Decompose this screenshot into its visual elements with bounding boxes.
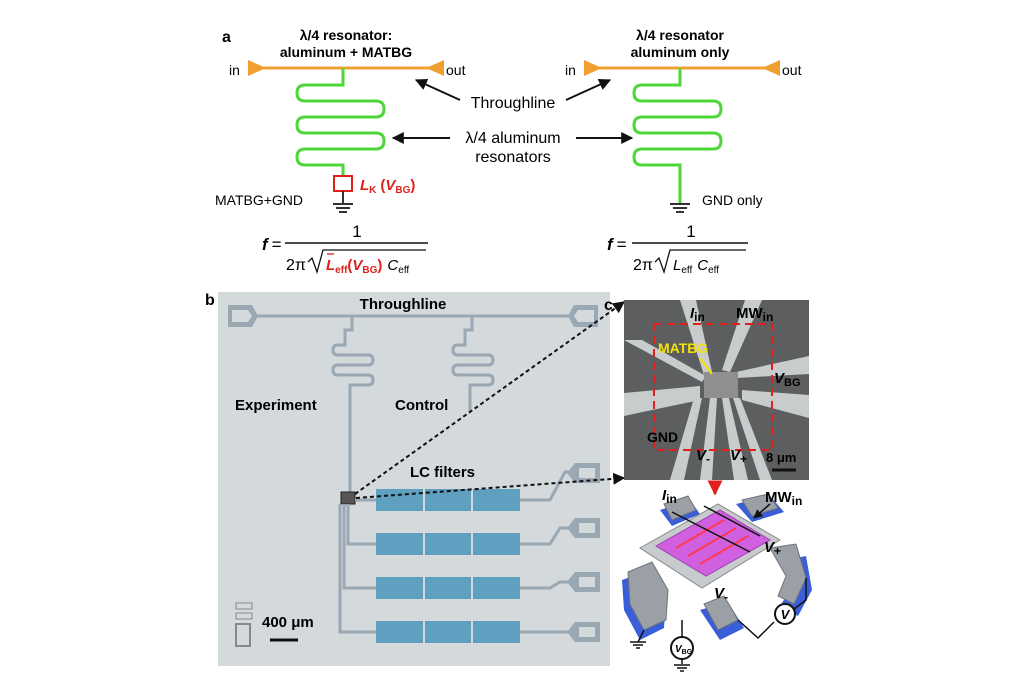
device-v-minus-label: V- — [714, 585, 728, 604]
micrograph-i-in-label: Iin — [690, 305, 705, 324]
right-throughline — [584, 60, 780, 76]
svg-text:2π: 2π — [286, 257, 306, 274]
gate-region-outline — [653, 323, 773, 451]
zoom-line-bottom — [355, 472, 626, 499]
right-title-line1: λ/4 resonator — [636, 27, 724, 43]
left-in-label: in — [229, 62, 240, 78]
voltmeter-label: V — [781, 607, 791, 622]
left-meander-resonator — [295, 68, 386, 176]
vbg-ground-icon — [674, 659, 690, 672]
device-current-lines — [675, 519, 749, 565]
right-ground-label: GND only — [702, 192, 763, 208]
chip-experiment-label: Experiment — [235, 397, 317, 414]
chip-control-resonator — [451, 316, 495, 412]
left-title-line2: aluminum + MATBG — [280, 44, 412, 60]
throughline-label: Throughline — [471, 95, 556, 112]
left-ground-label: MATBG+GND — [215, 192, 303, 208]
right-ground-icon — [670, 203, 690, 213]
zoom-line-top — [354, 301, 625, 495]
chip-scale-label: 400 μm — [262, 614, 314, 631]
right-meander-resonator — [632, 68, 723, 203]
throughline-arrow-left — [414, 79, 461, 101]
chip-experiment-resonator — [331, 316, 375, 498]
alignment-marks — [235, 602, 253, 647]
panel-c: c Iin MWin MATBG VBG GND V- V+ 8 μm — [604, 297, 809, 480]
chip-throughline-label: Throughline — [360, 296, 447, 313]
micrograph-mw-in-label: MWin — [736, 305, 773, 324]
chip-lc-filters-label: LC filters — [410, 464, 475, 481]
micrograph-vbg-label: VBG — [774, 370, 801, 389]
svg-text:1: 1 — [686, 222, 695, 241]
micrograph-scale-label: 8 μm — [766, 450, 796, 465]
svg-text:f=: f= — [262, 235, 282, 254]
resonators-label-line2: resonators — [475, 149, 551, 166]
svg-text:f=: f= — [607, 235, 627, 254]
svg-text:2π: 2π — [633, 257, 653, 274]
matbg-pointer-arrow — [699, 357, 713, 375]
device-v-plus-label: V+ — [764, 539, 781, 558]
lk-label: LK(VBG) — [360, 177, 415, 196]
device-electrodes-grey — [627, 493, 807, 631]
micrograph-v-plus-label: V+ — [730, 447, 747, 466]
kinetic-inductance-box — [333, 175, 353, 192]
device-mw-in-label: MWin — [765, 489, 802, 508]
chip-photo — [218, 292, 610, 666]
panel-b-label: b — [205, 292, 215, 309]
left-out-label: out — [446, 62, 466, 78]
device-ground-icon — [630, 641, 646, 649]
left-formula: f= 1 2π Leff(VBG)Ceff — [262, 222, 428, 276]
left-title-line1: λ/4 resonator: — [300, 27, 393, 43]
lc-filter-2 — [376, 533, 520, 555]
voltmeter-icon — [774, 603, 796, 625]
throughline-arrow-right — [565, 79, 612, 101]
panel-c-label: c — [604, 297, 613, 314]
micrograph-matbg-label: MATBG — [658, 340, 708, 356]
micrograph-electrodes — [624, 300, 809, 480]
chip-control-label: Control — [395, 397, 448, 414]
panel-a-label: a — [222, 29, 231, 46]
panel-a: a λ/4 resonator: aluminum + MATBG in out… — [215, 27, 802, 276]
micrograph-gnd-label: GND — [647, 429, 678, 445]
vbg-source-label: VBG — [675, 644, 693, 656]
left-throughline — [248, 60, 444, 76]
svg-text:1: 1 — [352, 222, 361, 241]
right-out-label: out — [782, 62, 802, 78]
svg-text:Leff(VBG)Ceff: Leff(VBG)Ceff — [326, 257, 409, 276]
sample-location-box — [340, 491, 356, 505]
device-3d-schematic: V VBG Iin MWin V+ V- — [622, 487, 812, 672]
left-ground-icon — [333, 203, 353, 213]
right-in-label: in — [565, 62, 576, 78]
micrograph-v-minus-label: V- — [696, 447, 710, 466]
right-title-line2: aluminum only — [631, 44, 730, 60]
lc-filter-4 — [376, 621, 520, 643]
lc-filter-3 — [376, 577, 520, 599]
device-top-leads — [671, 505, 761, 553]
device-i-in-label: Iin — [662, 487, 677, 506]
resonators-label-line1: λ/4 aluminum — [465, 130, 560, 147]
lc-filter-1 — [376, 489, 520, 511]
panel-b: b Throughline Experiment Control LC filt… — [205, 292, 610, 666]
mw-in-pointer — [753, 503, 771, 519]
chip-throughline — [228, 305, 598, 327]
matbg-flake — [704, 372, 738, 398]
